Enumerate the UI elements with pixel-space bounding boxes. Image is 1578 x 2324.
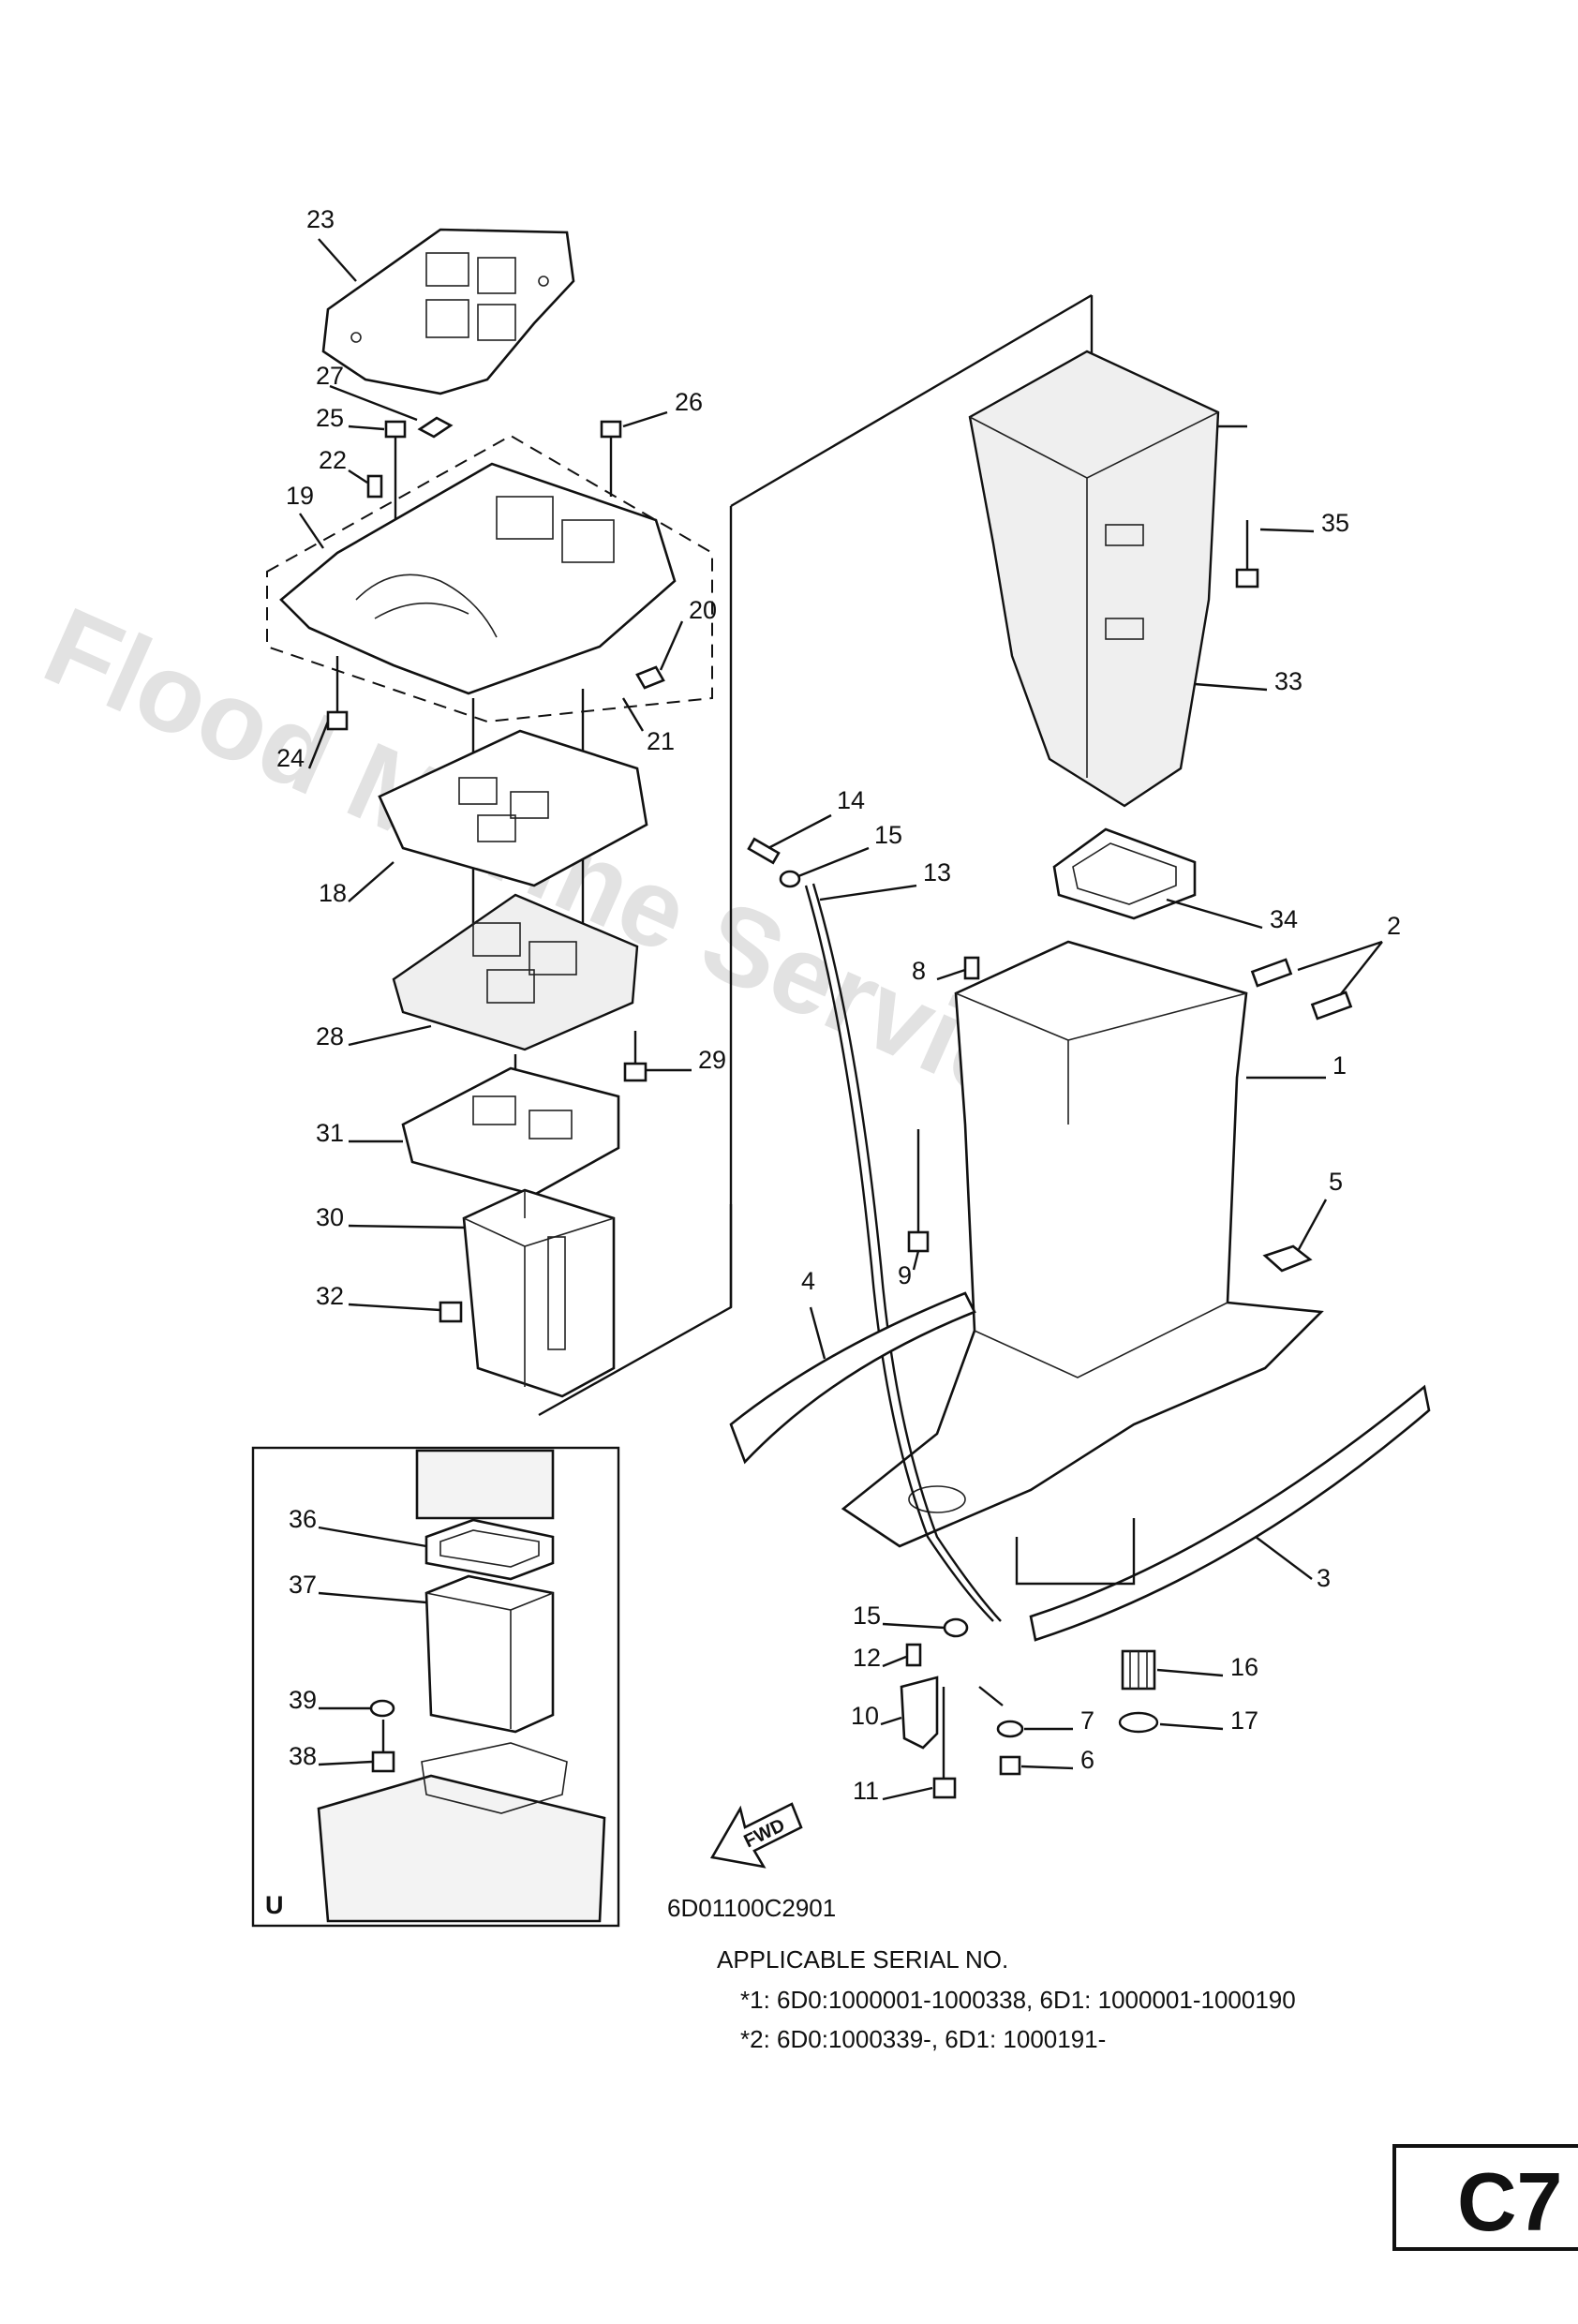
callout-c13: 13 (923, 858, 951, 886)
callout-c23: 23 (306, 205, 335, 233)
part-11-bolt (932, 1687, 957, 1799)
notes-heading: APPLICABLE SERIAL NO. (717, 1945, 1008, 1974)
callout-c34: 34 (1270, 905, 1298, 933)
part-14-nipple (747, 837, 781, 865)
inset-upper-housing (415, 1449, 555, 1520)
part-23-gasket (321, 228, 575, 395)
callout-c3: 3 (1317, 1564, 1331, 1592)
callout-c30: 30 (316, 1203, 344, 1231)
callout-c31: 31 (316, 1119, 344, 1147)
part-17-circlip (1118, 1711, 1159, 1734)
part-32-bolt (439, 1301, 463, 1323)
part-1-lower-casing (841, 940, 1324, 1548)
notes-line-2: *2: 6D0:1000339-, 6D1: 1000191- (740, 2025, 1106, 2053)
part-7-washer (996, 1720, 1024, 1738)
callout-c17: 17 (1230, 1706, 1258, 1735)
callout-c38: 38 (289, 1742, 317, 1770)
part-27-fitting (417, 416, 454, 439)
part-15-clamp-lower (943, 1617, 969, 1638)
fwd-arrow-icon: FWD (709, 1802, 803, 1869)
notes-line-1: *1: 6D0:1000001-1000338, 6D1: 1000001-10… (740, 1986, 1296, 2014)
callout-c2: 2 (1387, 912, 1401, 940)
callout-c12: 12 (853, 1644, 881, 1672)
part-9-stud (907, 1129, 930, 1253)
callout-c37: 37 (289, 1571, 317, 1599)
callout-c25: 25 (316, 404, 344, 432)
part-2-pins (1250, 958, 1353, 1020)
callout-c27: 27 (316, 362, 344, 390)
callout-c10: 10 (851, 1702, 879, 1730)
callout-c19: 19 (286, 482, 314, 510)
part-30-housing (462, 1188, 616, 1398)
part-24-bolt (326, 656, 349, 731)
part-18-gasket (378, 729, 648, 887)
callout-c35: 35 (1321, 509, 1349, 537)
callout-c5: 5 (1329, 1168, 1343, 1196)
part-37-housing (424, 1574, 555, 1734)
part-34-gasket (1052, 827, 1197, 920)
callout-c21: 21 (647, 727, 675, 755)
callout-c24: 24 (276, 744, 305, 772)
part-4-plate (729, 1291, 976, 1465)
callout-c15b: 15 (853, 1601, 881, 1630)
part-39-washer (369, 1699, 395, 1718)
part-35-bolt (1235, 520, 1259, 588)
callout-c36: 36 (289, 1505, 317, 1533)
part-5-cap (1262, 1244, 1313, 1273)
callout-c32: 32 (316, 1282, 344, 1310)
callout-c22: 22 (319, 446, 347, 474)
part-28-plate (392, 893, 639, 1051)
part-33-upper-casing (968, 350, 1220, 808)
callout-c39: 39 (289, 1686, 317, 1714)
callout-c26: 26 (675, 388, 703, 416)
leader-lines (299, 238, 1383, 1801)
page-code: C7 (1457, 2155, 1563, 2248)
callout-c33: 33 (1274, 667, 1303, 695)
callout-c14: 14 (837, 786, 865, 814)
part-29-bolt (623, 1031, 648, 1082)
page-code-box (1392, 2144, 1578, 2251)
callout-c29: 29 (698, 1046, 726, 1074)
part-8-pin (963, 956, 980, 980)
part-3-plate (1029, 1384, 1431, 1642)
callout-c1: 1 (1332, 1051, 1347, 1080)
callout-c9: 9 (898, 1261, 912, 1289)
callout-c11: 11 (853, 1777, 879, 1805)
inset-box (251, 1446, 620, 1928)
callout-c7: 7 (1080, 1706, 1094, 1735)
callout-labels: 2327252622192021241828293130321415133533… (276, 205, 1401, 1805)
part-15-clamp-upper (779, 870, 801, 888)
callout-c18: 18 (319, 879, 347, 907)
callout-c16: 16 (1230, 1653, 1258, 1681)
callout-c6: 6 (1080, 1746, 1094, 1774)
part-19-exhaust-guide (279, 462, 677, 695)
part-26-bolt (600, 420, 622, 497)
part-12-pin (905, 1643, 922, 1667)
callout-c8: 8 (912, 957, 926, 985)
part-36-gasket (424, 1518, 555, 1581)
part-20-fitting (635, 665, 665, 690)
part-38-bolt (371, 1720, 395, 1773)
inset-lower-casing (317, 1742, 606, 1923)
callout-c15a: 15 (874, 821, 902, 849)
inset-label: U (265, 1891, 284, 1919)
part-31-gasket (401, 1066, 620, 1197)
callout-c28: 28 (316, 1022, 344, 1050)
part-10-bracket (900, 1676, 939, 1750)
callout-c4: 4 (801, 1267, 815, 1295)
part-16-bushing (1121, 1649, 1156, 1691)
part-6-nut (999, 1755, 1021, 1776)
part-22-pin (366, 474, 383, 499)
diagram-code: 6D01100C2901 (667, 1894, 836, 1922)
callout-c20: 20 (689, 596, 717, 624)
